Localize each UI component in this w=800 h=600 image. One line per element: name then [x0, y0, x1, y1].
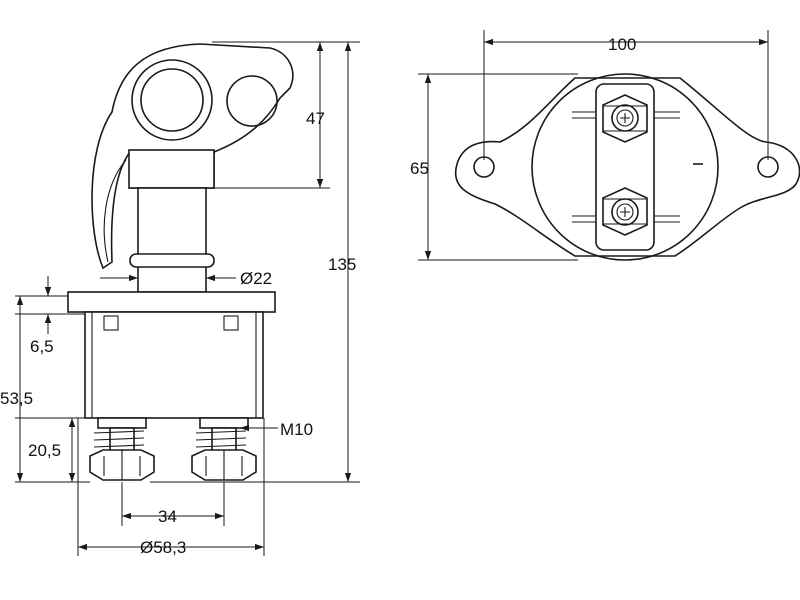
dim-6-5-label: 6,5 [30, 337, 54, 356]
dim-dia22-label: Ø22 [240, 269, 272, 288]
dim-20-5-label: 20,5 [28, 441, 61, 460]
shaft [137, 187, 207, 293]
housing-circle [531, 73, 719, 261]
terminal-nut-top [602, 94, 648, 143]
o-ring [129, 253, 215, 268]
dim-100-label: 100 [608, 35, 636, 54]
terminal-base-left [97, 417, 147, 429]
terminal-base-right [199, 417, 249, 429]
shaft-collar [128, 149, 215, 189]
key-hole [226, 75, 278, 127]
dim-dia58-3-label: Ø58,3 [140, 538, 186, 557]
dim-135-label: 135 [328, 255, 356, 274]
terminal-right [191, 427, 257, 481]
flange [67, 291, 276, 313]
housing [84, 311, 264, 419]
terminal-nut-bottom [602, 187, 648, 236]
dim-34-label: 34 [158, 507, 177, 526]
dim-53-5-label: 53,5 [0, 389, 33, 408]
bottom-view-dimensions: 100 65 [410, 30, 769, 261]
bottom-view [454, 73, 800, 261]
key-loop [103, 159, 127, 263]
side-view [67, 43, 294, 481]
dim-65-label: 65 [410, 159, 429, 178]
housing-pin-left [103, 315, 119, 331]
dim-47-label: 47 [306, 109, 325, 128]
knob-inner-ring [140, 68, 204, 132]
terminal-left [89, 427, 155, 481]
housing-pin-right [223, 315, 239, 331]
knob-outer-ring [131, 59, 213, 141]
side-view-dimensions: 47 135 Ø22 6,5 53,5 20,5 M10 34 [0, 41, 360, 557]
dim-m10-label: M10 [280, 420, 313, 439]
